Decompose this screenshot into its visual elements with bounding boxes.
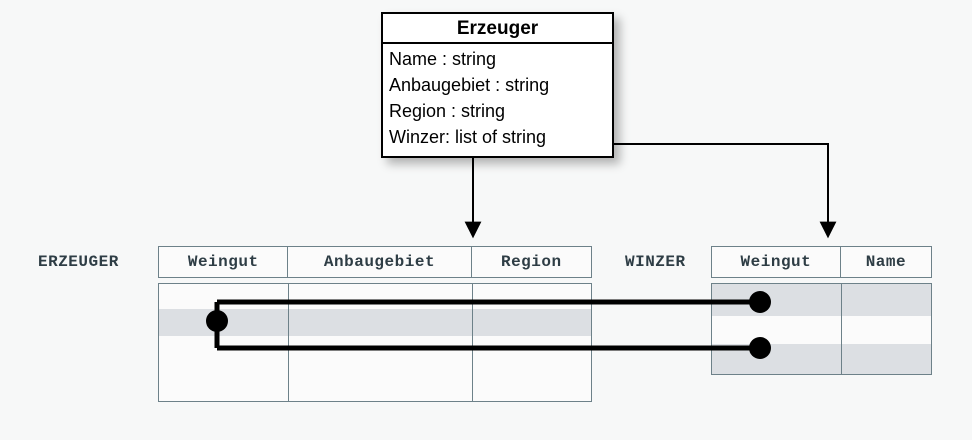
column-header-weingut: Weingut [712, 247, 841, 277]
column-divider [472, 284, 473, 401]
column-header-weingut: Weingut [159, 247, 289, 277]
column-header-anbaugebiet: Anbaugebiet [288, 247, 472, 277]
table-body-winzer [711, 283, 932, 375]
uml-class-erzeuger: Erzeuger Name : string Anbaugebiet : str… [381, 12, 614, 158]
arrow-to-winzer [600, 143, 837, 239]
uml-attribute: Winzer: list of string [389, 127, 547, 147]
table-label-winzer: WINZER [625, 253, 686, 271]
table-row [712, 284, 931, 316]
uml-attribute: Name : string [389, 49, 497, 69]
table-header-winzer: Weingut Name [711, 246, 932, 278]
table-row [159, 336, 591, 367]
uml-attribute: Region : string [389, 101, 506, 121]
table-row [159, 309, 591, 336]
table-header-erzeuger: Weingut Anbaugebiet Region [158, 246, 592, 278]
table-row [712, 316, 931, 344]
column-header-region: Region [500, 253, 562, 271]
table-body-erzeuger [158, 283, 592, 402]
table-row [159, 284, 591, 309]
column-divider [288, 284, 289, 401]
table-label-erzeuger: ERZEUGER [38, 253, 119, 271]
column-header-name: Name [865, 253, 907, 271]
column-divider [841, 284, 842, 374]
table-row [712, 344, 931, 374]
table-row [159, 367, 591, 401]
uml-attribute: Anbaugebiet : string [389, 75, 550, 95]
uml-attribute-list: Name : string Anbaugebiet : string Regio… [383, 44, 612, 150]
uml-class-title: Erzeuger [383, 14, 612, 44]
